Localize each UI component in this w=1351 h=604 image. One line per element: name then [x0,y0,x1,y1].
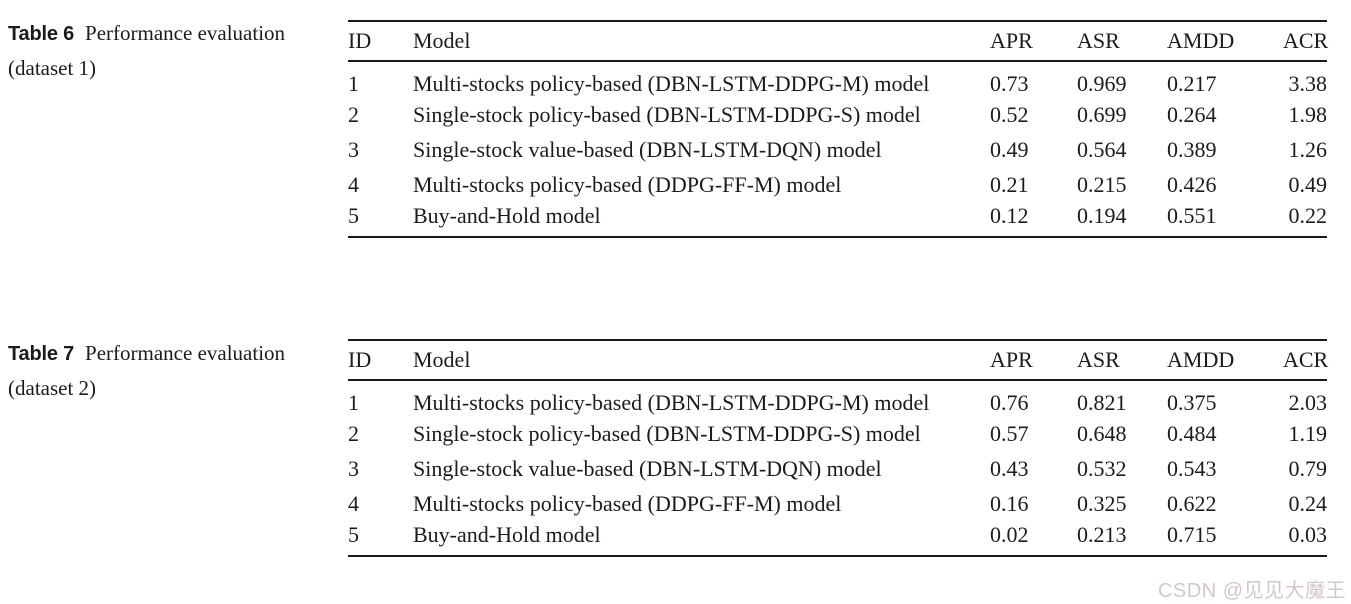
acr-cell: 1.19 [1288,420,1328,446]
row-id-cell: 1 [348,71,359,96]
model-cell: Single-stock value-based (DBN-LSTM-DQN) … [413,455,882,481]
row-id-cell: 3 [348,136,359,162]
apr-cell: 0.43 [990,455,1029,481]
asr-cell: 0.564 [1077,136,1127,162]
acr-cell: 3.38 [1288,71,1328,96]
table-row: 2 Single-stock policy-based (DBN-LSTM-DDP… [348,416,1327,451]
apr-cell: 0.76 [990,390,1029,415]
asr-cell: 0.969 [1077,71,1127,96]
amdd-cell: 0.264 [1167,101,1217,127]
row-id-cell: 1 [348,390,359,415]
table-row: 3 Single-stock value-based (DBN-LSTM-DQN)… [348,132,1327,167]
model-cell: Multi-stocks policy-based (DDPG-FF-M) mo… [413,490,842,516]
amdd-cell: 0.217 [1167,71,1217,96]
model-cell: Buy-and-Hold model [413,521,601,547]
table6-body: 1 Multi-stocks policy-based (DBN-LSTM-DDP… [348,61,1327,237]
apr-cell: 0.52 [990,101,1029,127]
col-header-amdd: AMDD [1167,28,1235,53]
table6-caption-text: Performance evaluation (dataset 1) [8,21,286,80]
col-header-apr: APR [990,347,1033,372]
table7-caption-label: Table 7 [8,343,75,365]
amdd-cell: 0.715 [1167,521,1217,547]
apr-cell: 0.12 [990,202,1029,228]
asr-cell: 0.215 [1077,171,1127,197]
table-row: 5 Buy-and-Hold model 0.12 0.194 0.551 0.22 [348,202,1327,237]
model-cell: Multi-stocks policy-based (DDPG-FF-M) mo… [413,171,842,197]
asr-cell: 0.325 [1077,490,1127,516]
table6-header: ID Model APR ASR AMDD ACR [348,21,1329,61]
model-cell: Single-stock value-based (DBN-LSTM-DQN) … [413,136,882,162]
table7-body: 1 Multi-stocks policy-based (DBN-LSTM-DDP… [348,380,1327,556]
asr-cell: 0.532 [1077,455,1127,481]
row-id-cell: 2 [348,101,359,127]
apr-cell: 0.49 [990,136,1029,162]
amdd-cell: 0.426 [1167,171,1217,197]
table-row: 4 Multi-stocks policy-based (DDPG-FF-M) m… [348,167,1327,202]
model-cell: Multi-stocks policy-based (DBN-LSTM-DDPG… [413,71,930,96]
acr-cell: 0.22 [1288,202,1328,228]
acr-cell: 1.26 [1288,136,1328,162]
asr-cell: 0.213 [1077,521,1127,547]
row-id-cell: 5 [348,521,359,547]
amdd-cell: 0.389 [1167,136,1217,162]
table7-header: ID Model APR ASR AMDD ACR [348,340,1329,380]
row-id-cell: 3 [348,455,359,481]
table-row: 1 Multi-stocks policy-based (DBN-LSTM-DDP… [348,380,1327,416]
acr-cell: 2.03 [1288,390,1328,415]
amdd-cell: 0.484 [1167,420,1217,446]
col-header-id: ID [348,347,372,372]
col-header-asr: ASR [1077,28,1120,53]
amdd-cell: 0.375 [1167,390,1217,415]
header-row: ID Model APR ASR AMDD ACR [348,21,1329,61]
apr-cell: 0.16 [990,490,1029,516]
amdd-cell: 0.551 [1167,202,1217,228]
apr-cell: 0.02 [990,521,1029,547]
apr-cell: 0.21 [990,171,1029,197]
row-id-cell: 5 [348,202,359,228]
row-id-cell: 2 [348,420,359,446]
acr-cell: 1.98 [1288,101,1328,127]
col-header-asr: ASR [1077,347,1120,372]
apr-cell: 0.57 [990,420,1029,446]
model-cell: Multi-stocks policy-based (DBN-LSTM-DDPG… [413,390,930,415]
asr-cell: 0.821 [1077,390,1127,415]
model-cell: Single-stock policy-based (DBN-LSTM-DDPG… [413,420,921,446]
col-header-acr: ACR [1283,347,1329,372]
col-header-acr: ACR [1283,28,1329,53]
col-header-amdd: AMDD [1167,347,1235,372]
acr-cell: 0.03 [1288,521,1328,547]
amdd-cell: 0.622 [1167,490,1217,516]
asr-cell: 0.699 [1077,101,1127,127]
table7-caption-text: Performance evaluation (dataset 2) [8,341,286,400]
table6-caption-label: Table 6 [8,23,75,45]
table-row: 5 Buy-and-Hold model 0.02 0.213 0.715 0.03 [348,521,1327,556]
col-header-model: Model [413,347,471,372]
model-cell: Buy-and-Hold model [413,202,601,228]
row-id-cell: 4 [348,171,359,197]
col-header-id: ID [348,28,372,53]
model-cell: Single-stock policy-based (DBN-LSTM-DDPG… [413,101,921,127]
row-id-cell: 4 [348,490,359,516]
acr-cell: 0.24 [1288,490,1328,516]
table-row: 3 Single-stock value-based (DBN-LSTM-DQN)… [348,451,1327,486]
table-row: 1 Multi-stocks policy-based (DBN-LSTM-DDP… [348,61,1327,97]
amdd-cell: 0.543 [1167,455,1217,481]
apr-cell: 0.73 [990,71,1029,96]
acr-cell: 0.79 [1288,455,1328,481]
acr-cell: 0.49 [1288,171,1328,197]
header-row: ID Model APR ASR AMDD ACR [348,340,1329,380]
csdn-watermark: CSDN @见见大魔王 [1157,580,1346,602]
table-row: 2 Single-stock policy-based (DBN-LSTM-DDP… [348,97,1327,132]
table-row: 4 Multi-stocks policy-based (DDPG-FF-M) m… [348,486,1327,521]
asr-cell: 0.194 [1077,202,1127,228]
col-header-apr: APR [990,28,1033,53]
asr-cell: 0.648 [1077,420,1127,446]
col-header-model: Model [413,28,471,53]
